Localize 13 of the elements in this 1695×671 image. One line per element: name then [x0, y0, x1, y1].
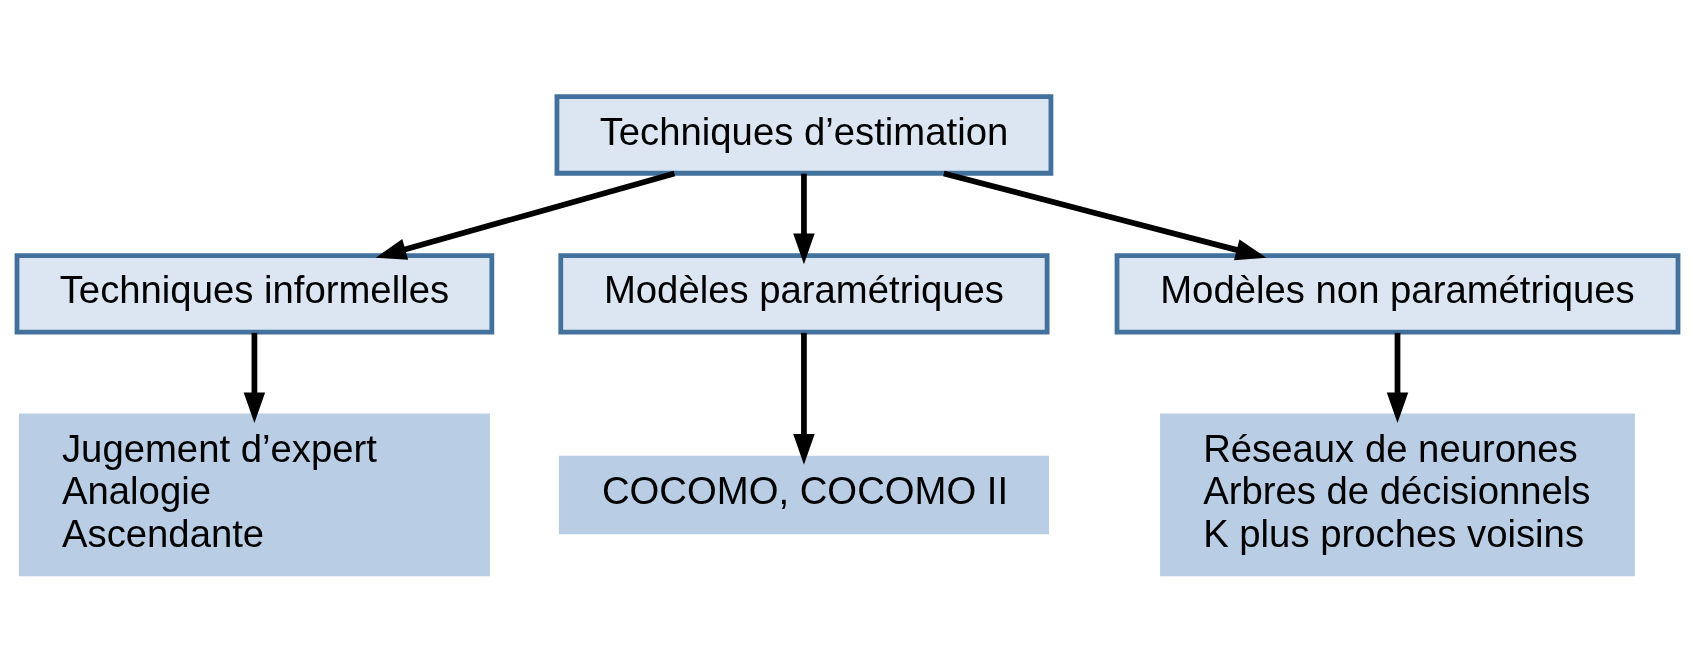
- node-box: Techniques informelles: [14, 252, 495, 335]
- arrow: [375, 170, 676, 260]
- arrow: [1386, 332, 1409, 423]
- node-box: Réseaux de neurones Arbres de décisionnels K plus proches voisins: [1160, 413, 1635, 576]
- node-box: Jugement d’expert Analogie Ascendante: [18, 413, 490, 576]
- arrow: [943, 170, 1267, 260]
- arrow: [793, 173, 815, 264]
- node-box: Modèles non paramétriques: [1114, 252, 1681, 335]
- node-box: Modèles paramétriques: [558, 252, 1050, 335]
- arrow: [243, 332, 266, 423]
- arrow: [793, 332, 815, 465]
- node-box: COCOMO, COCOMO II: [558, 455, 1050, 534]
- node-box: Techniques d’estimation: [554, 93, 1054, 176]
